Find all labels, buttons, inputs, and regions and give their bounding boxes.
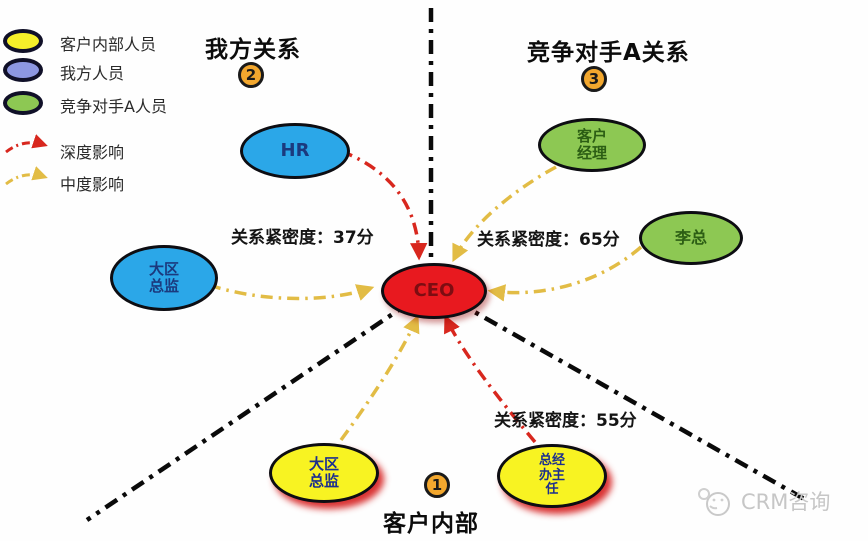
section-title-our-relations: 我方关系: [205, 37, 301, 63]
divider-lower-left-line: [85, 301, 411, 522]
legend-label-customer-internal: 客户内部人员: [60, 35, 157, 54]
arrow-regional-director-ours-to-ceo-medium: [208, 283, 375, 301]
arrow-regional-director-internal-to-ceo-medium: [339, 314, 420, 442]
divider-lower-right-line: [455, 300, 808, 502]
node-regional-director-ours: 大区 总监: [110, 245, 218, 311]
legend-label-deep-influence: 深度影响: [60, 143, 125, 162]
section-badge-1: 1: [424, 472, 450, 498]
node-ceo: CEO: [381, 263, 487, 319]
legend-swatch-our-side: [3, 58, 43, 82]
section-title-customer-internal: 客户内部: [383, 511, 479, 537]
node-mr-li: 李总: [639, 211, 743, 265]
legend-swatch-customer-internal: [3, 29, 43, 53]
legend-label-competitor-a: 竞争对手A人员: [60, 97, 167, 116]
node-regional-director-internal: 大区 总监: [269, 443, 379, 503]
node-hr: HR: [240, 123, 350, 179]
score-competitor-relations: 关系紧密度：65分: [477, 230, 620, 250]
watermark: CRM咨询: [694, 484, 830, 518]
deep-influence-arrow-icon: [5, 134, 48, 154]
section-badge-3: 3: [581, 66, 607, 92]
watermark-text: CRM咨询: [741, 490, 831, 514]
legend-label-medium-influence: 中度影响: [60, 175, 125, 194]
score-our-relations: 关系紧密度：37分: [231, 228, 374, 248]
crm-logo-icon: [698, 488, 730, 516]
arrow-gm-office-director-to-ceo-deep: [444, 314, 537, 444]
score-internal-relations: 关系紧密度：55分: [494, 411, 637, 431]
arrow-mr-li-to-ceo-medium: [487, 245, 643, 302]
node-account-manager: 客户 经理: [538, 118, 646, 172]
medium-influence-arrow-icon: [5, 166, 48, 186]
section-title-competitor-a-relations: 竞争对手A关系: [527, 40, 690, 66]
legend-swatch-competitor-a: [3, 91, 43, 115]
section-badge-2: 2: [238, 62, 264, 88]
legend-label-our-side: 我方人员: [60, 64, 125, 83]
node-gm-office-director: 总经 办主 任: [497, 444, 607, 508]
arrow-hr-to-ceo-deep: [340, 149, 428, 261]
